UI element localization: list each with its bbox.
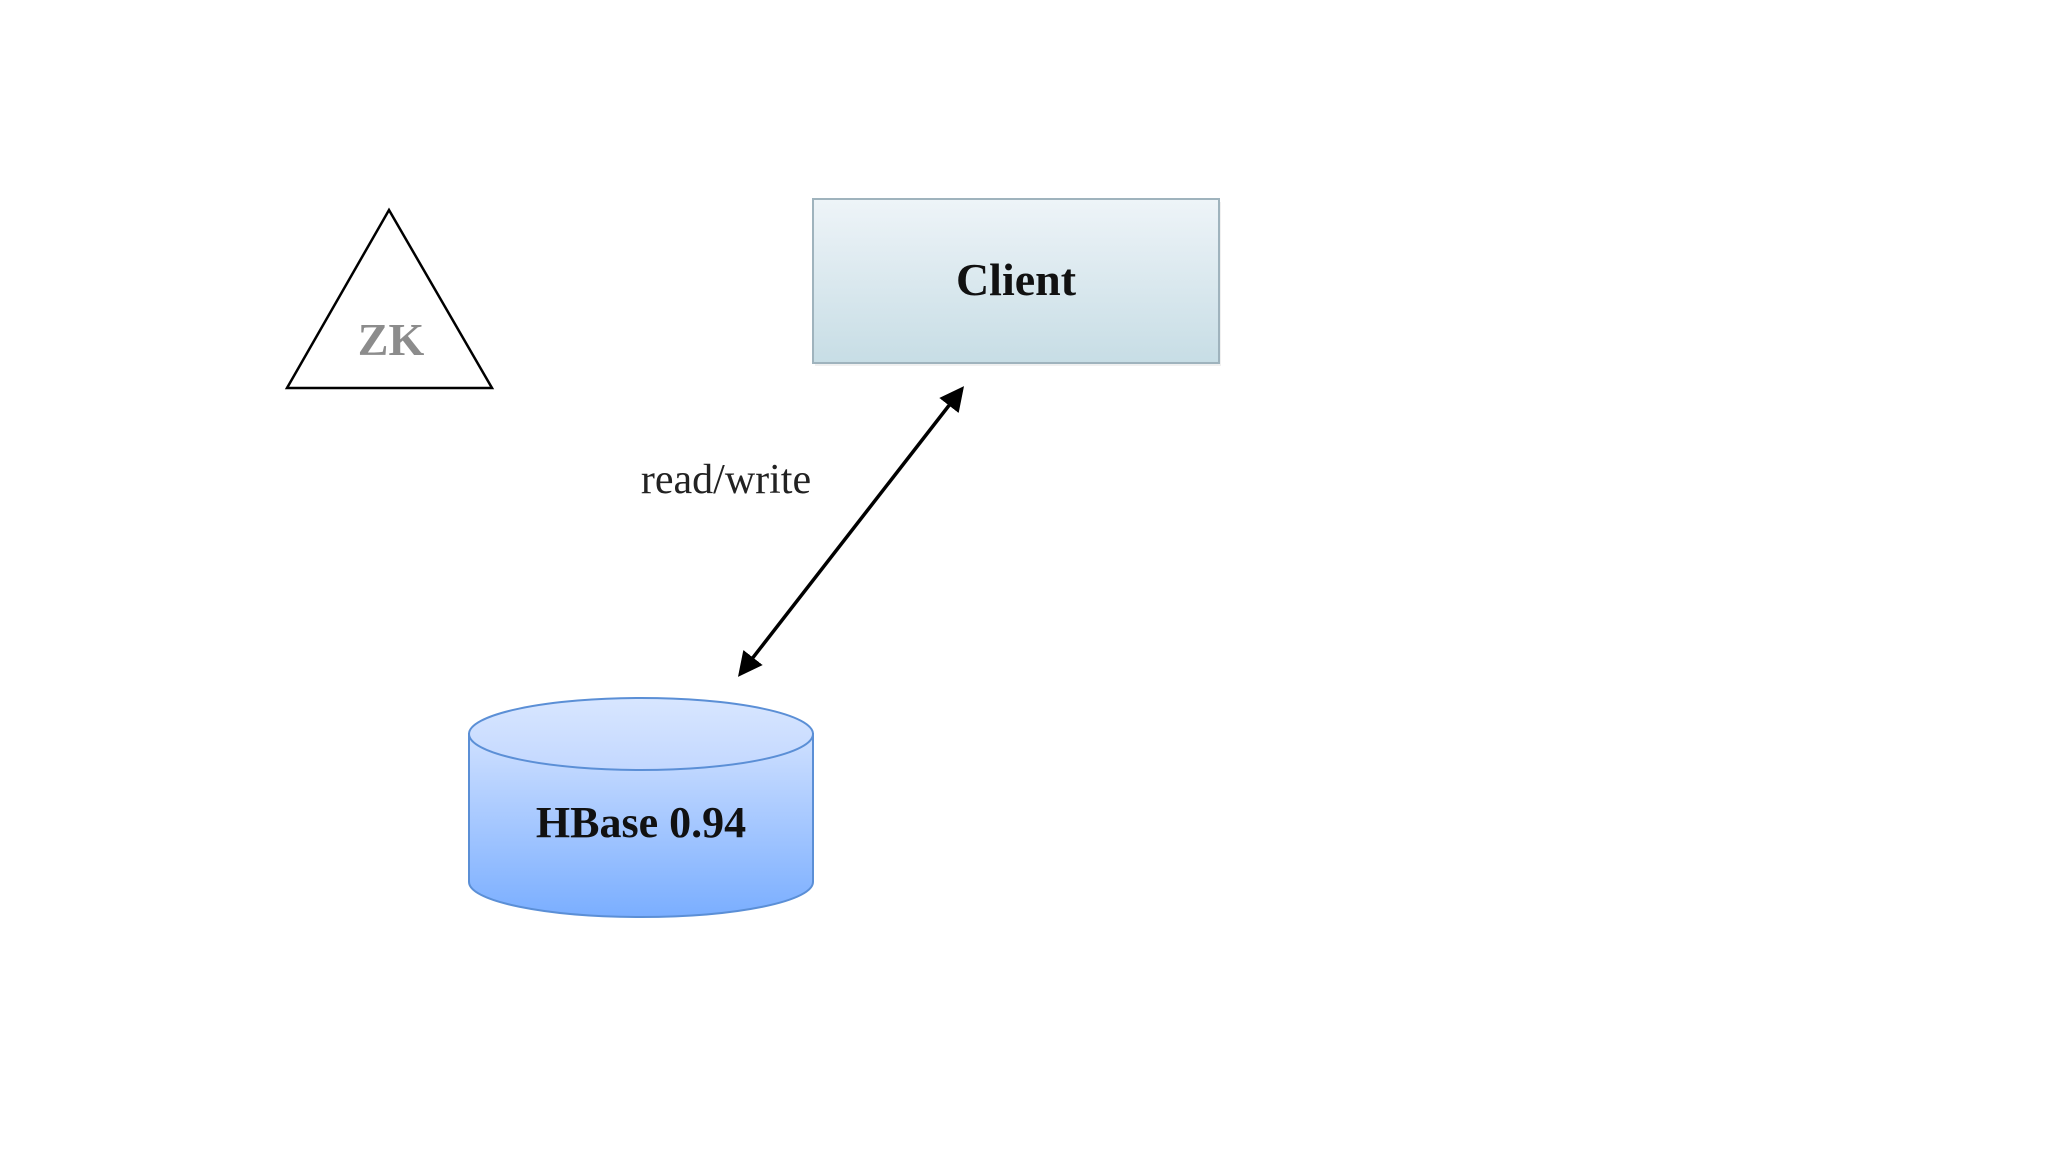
client-box [812, 198, 1220, 364]
hbase-cylinder-top [468, 697, 814, 771]
hbase-node: HBase 0.94 [468, 697, 814, 918]
hbase-label: HBase 0.94 [536, 798, 746, 847]
read-write-arrow [737, 386, 965, 677]
zk-node: ZK [284, 207, 495, 390]
zk-label: ZK [358, 314, 425, 365]
client-node: Client [812, 198, 1221, 366]
client-label: Client [956, 254, 1077, 305]
hbase-cylinder-body [468, 733, 814, 918]
read-write-label: read/write [641, 457, 811, 503]
zk-triangle-shape [284, 207, 495, 390]
read-write-edge: read/write [641, 386, 965, 677]
